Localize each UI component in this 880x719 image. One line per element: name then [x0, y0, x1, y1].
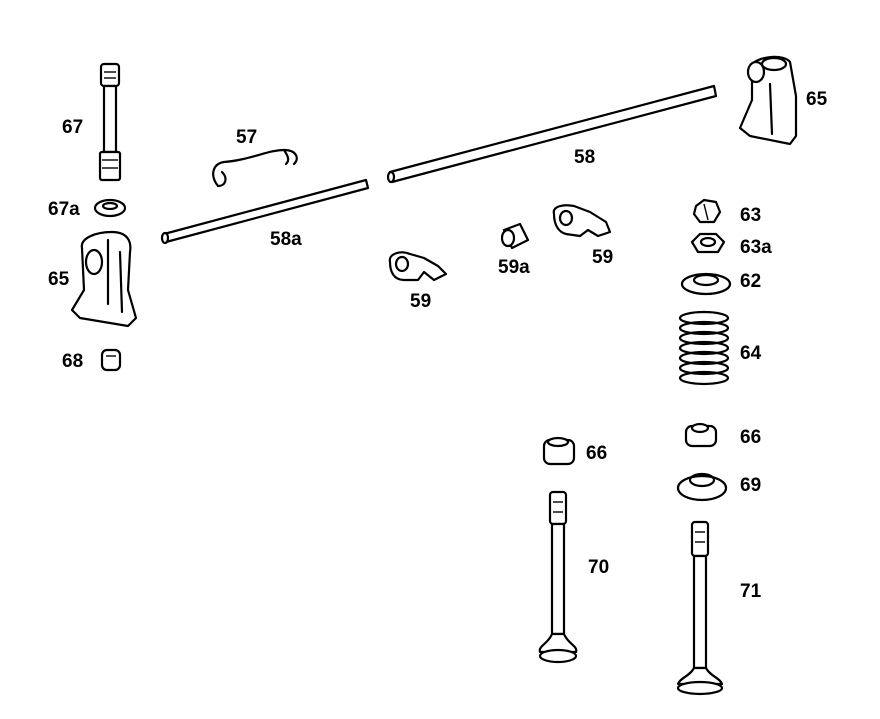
label-71: 71: [740, 581, 762, 602]
label-57: 57: [236, 127, 258, 148]
part-67a-washer: [93, 198, 127, 218]
part-58a-shaft: [160, 178, 370, 245]
label-63a: 63a: [740, 237, 772, 258]
part-64-valve-spring: [678, 310, 730, 386]
label-67a: 67a: [48, 199, 80, 220]
label-69: 69: [740, 475, 762, 496]
part-70-valve: [538, 490, 578, 664]
label-67: 67: [62, 117, 84, 138]
part-57-clip: [212, 148, 298, 188]
part-68-nut: [100, 348, 122, 372]
label-58a: 58a: [270, 229, 302, 250]
part-62-retainer: [680, 272, 732, 296]
label-68: 68: [62, 351, 84, 372]
part-63a-nut: [690, 232, 726, 254]
part-59-rocker-left: [388, 251, 448, 282]
label-66-left: 66: [586, 443, 608, 464]
part-63-cap-nut: [692, 198, 722, 224]
part-69-rotator: [676, 472, 728, 502]
part-65-support-right: [738, 55, 798, 146]
label-65-left: 65: [48, 269, 70, 290]
part-71-valve: [676, 520, 724, 696]
label-59a: 59a: [498, 257, 530, 278]
label-65-right: 65: [806, 89, 828, 110]
label-59-right: 59: [592, 247, 614, 268]
label-58: 58: [574, 147, 596, 168]
label-59-left: 59: [410, 291, 432, 312]
part-66-seal-right: [684, 422, 718, 448]
label-70: 70: [588, 557, 610, 578]
label-63: 63: [740, 205, 762, 226]
label-66-right: 66: [740, 427, 762, 448]
part-59a-bushing: [500, 222, 530, 250]
part-67-stud: [98, 62, 122, 182]
label-62: 62: [740, 271, 762, 292]
part-59-rocker-right: [552, 204, 612, 238]
part-65-support-left: [70, 230, 138, 328]
part-66-seal-left: [542, 436, 576, 466]
label-64: 64: [740, 343, 762, 364]
part-58-shaft: [386, 84, 718, 184]
